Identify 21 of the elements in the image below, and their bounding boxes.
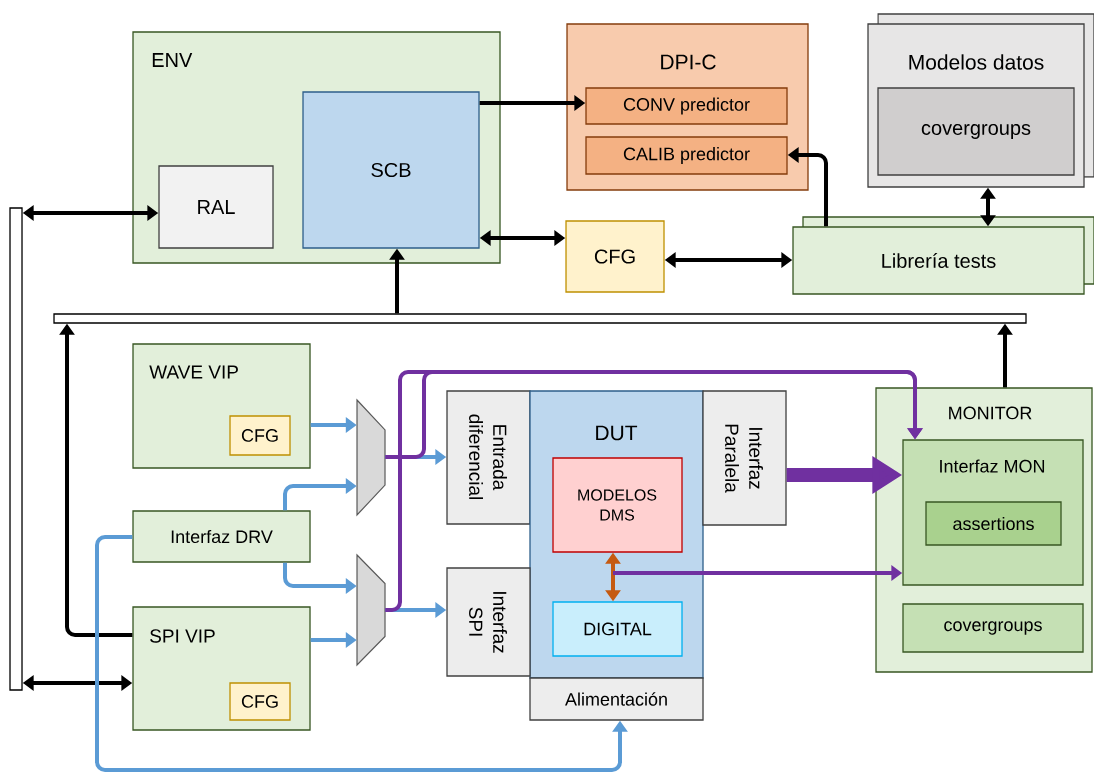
- module-box: MODELOS DMS: [552, 457, 683, 553]
- module-box: CONV predictor: [585, 87, 788, 125]
- config-box: CFG: [565, 220, 665, 293]
- stacked-panel: Librería tests: [792, 216, 1094, 295]
- module-box: covergroups: [877, 87, 1075, 176]
- module-box: CALIB predictor: [585, 136, 788, 175]
- interface-box: Interfaz Paralela: [702, 390, 787, 526]
- bus-bar: [53, 313, 1027, 324]
- interface-box: Interfaz SPI: [446, 567, 531, 677]
- bus-bar: [9, 207, 23, 691]
- interface-box: Entrada diferencial: [446, 390, 531, 525]
- interface-box: Alimentación: [529, 677, 704, 721]
- module-box: SCB: [302, 91, 480, 249]
- module-box: RAL: [158, 165, 274, 249]
- config-box: CFG: [229, 682, 291, 721]
- module-box: covergroups: [902, 603, 1084, 653]
- module-box: assertions: [925, 501, 1062, 546]
- config-box: CFG: [229, 415, 291, 456]
- module-box: DIGITAL: [552, 601, 683, 657]
- arrow: [385, 370, 923, 612]
- module-box: Interfaz DRV: [132, 510, 311, 563]
